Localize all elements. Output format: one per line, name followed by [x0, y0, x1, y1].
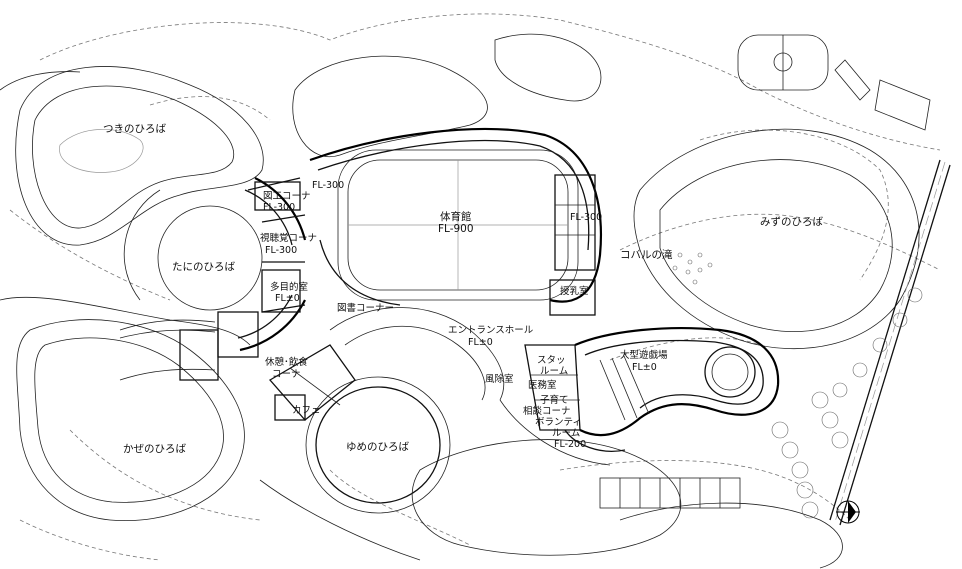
label-entrance-fl: FL±0 [468, 337, 493, 348]
contour-lines [9, 13, 941, 561]
label-ogata: 大型遊戯場 [620, 349, 668, 361]
label-imu: 医務室 [528, 379, 557, 391]
label-kyukei-1: 休憩･飲食 [265, 356, 308, 368]
gymnasium [309, 127, 602, 316]
east-wing [524, 327, 780, 452]
label-kyukei-2: コーナ [272, 369, 301, 380]
round-building [119, 177, 307, 381]
label-entrance: エントランスホール [448, 325, 534, 336]
north-arrow-icon [836, 500, 860, 524]
label-fuujo: 風除室 [485, 373, 514, 385]
landscape-mounds [0, 33, 920, 569]
label-tani: たにのひろば [172, 261, 235, 273]
label-volunteer-1: ボランティ [535, 417, 582, 428]
label-tamokuteki-fl: FL±0 [275, 293, 300, 304]
railway [829, 159, 951, 526]
label-volunteer-2: ルーム [552, 428, 580, 439]
label-mizu: みずのひろば [760, 216, 823, 228]
label-ogata-fl: FL±0 [632, 362, 657, 373]
trees [771, 287, 923, 519]
label-tosho: 図書コーナー [337, 302, 394, 314]
area-labels: つきのひろば たにのひろば かぜのひろば ゆめのひろば みずのひろば コバルの滝… [103, 123, 823, 455]
sports-field [737, 34, 931, 131]
label-zuko: 図工コーナ [263, 191, 311, 202]
label-tsuki: つきのひろば [103, 123, 166, 135]
cafe-block [268, 344, 356, 421]
label-gym: 体育館 [440, 210, 472, 223]
parking [599, 477, 741, 509]
label-staff-1: スタッ [537, 355, 566, 366]
label-kaze: かぜのひろば [123, 443, 186, 455]
label-gym-fl: FL-900 [438, 223, 474, 235]
label-fl300-left: FL-300 [312, 180, 344, 191]
label-kosodate-1: 子育て [540, 394, 569, 406]
label-kobaru: コバルの滝 [620, 249, 673, 261]
label-staff-2: ルーム [540, 366, 568, 377]
waterfall-dots [672, 252, 713, 285]
label-tamokuteki: 多目的室 [270, 281, 308, 293]
label-yume: ゆめのひろば [346, 441, 409, 453]
label-kosodate-2: 相談コーナ [523, 405, 571, 417]
label-shichokaku: 視聴覚コーナ [260, 232, 317, 244]
label-zuko-fl: FL-300 [263, 202, 295, 213]
label-fl300-right: FL-300 [570, 212, 602, 223]
label-cafe: カフェ [292, 405, 321, 416]
label-junyu: 授乳室 [560, 285, 589, 297]
label-volunteer-fl: FL-200 [554, 439, 586, 450]
label-shichokaku-fl: FL-300 [265, 245, 297, 256]
entrance-walls [329, 307, 611, 466]
